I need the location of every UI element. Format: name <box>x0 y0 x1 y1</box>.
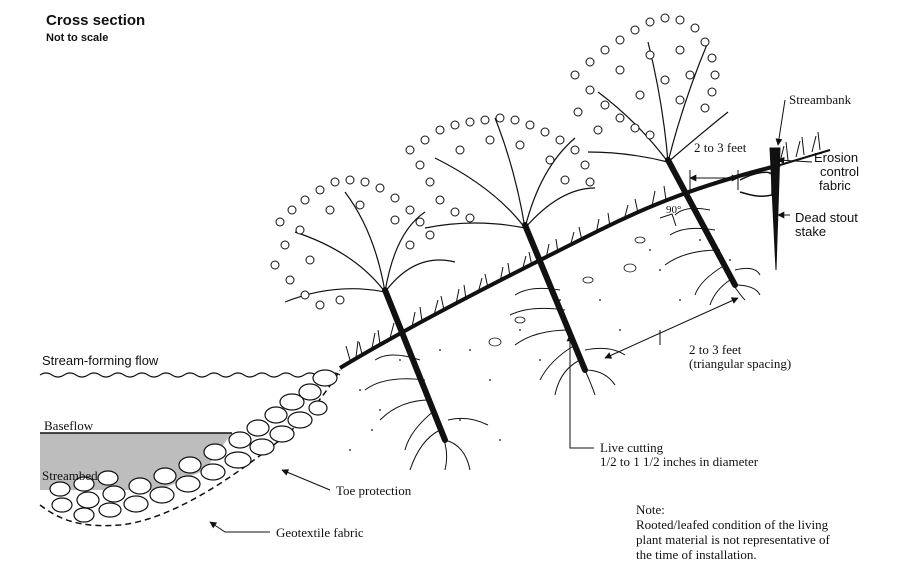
spacing-side-dimension <box>604 297 739 359</box>
diagram-subtitle: Not to scale <box>46 32 109 44</box>
baseflow-label: Baseflow <box>44 418 94 433</box>
grass-along-slope <box>345 131 821 361</box>
erosion-fabric-label-1: Erosion <box>814 150 859 165</box>
toe-protection-rocks <box>49 369 338 523</box>
spacing-side-label-1: 2 to 3 feet <box>689 342 742 357</box>
diagram-title: Cross section <box>46 12 146 29</box>
streambank-label: Streambank <box>789 92 852 107</box>
note-line-1: Rooted/leafed condition of the living <box>636 517 829 532</box>
baseflow-water <box>40 433 232 490</box>
live-cutting-stems <box>382 157 738 443</box>
right-angle-mark <box>659 213 677 227</box>
erosion-fabric-label-2: control <box>820 164 860 179</box>
bank-surface-top <box>779 149 831 166</box>
toe-protection-label: Toe protection <box>336 483 412 498</box>
geotextile-fabric-label: Geotextile fabric <box>276 525 364 540</box>
leader-lines <box>209 99 813 533</box>
geotextile-fabric-line <box>39 369 341 527</box>
roots <box>364 207 761 471</box>
spacing-side-label-2: (triangular spacing) <box>689 356 792 371</box>
stream-forming-flow-label: Stream-forming flow <box>42 353 159 368</box>
soil-pebbles <box>488 236 646 347</box>
bank-surface-fabric <box>338 163 781 370</box>
dead-stout-label-1: Dead stout <box>795 210 858 225</box>
dead-stout-label-2: stake <box>795 224 827 239</box>
streambed-label: Streambed <box>42 468 98 483</box>
dead-stout-stake <box>769 147 781 271</box>
note-line-3: the time of installation. <box>636 547 757 562</box>
stream-forming-flow-line <box>39 372 341 378</box>
erosion-fabric-label-3: fabric <box>819 178 851 193</box>
plant-foliage <box>270 13 720 310</box>
live-cutting-label-1: Live cutting <box>600 440 664 455</box>
note-line-2: plant material is not representative of <box>636 532 830 547</box>
note-heading: Note: <box>636 502 665 517</box>
spacing-top-label: 2 to 3 feet <box>694 140 747 155</box>
angle-label: 90° <box>666 204 682 216</box>
live-cutting-label-2: 1/2 to 1 1/2 inches in diameter <box>600 454 759 469</box>
plant-branches <box>284 41 729 303</box>
